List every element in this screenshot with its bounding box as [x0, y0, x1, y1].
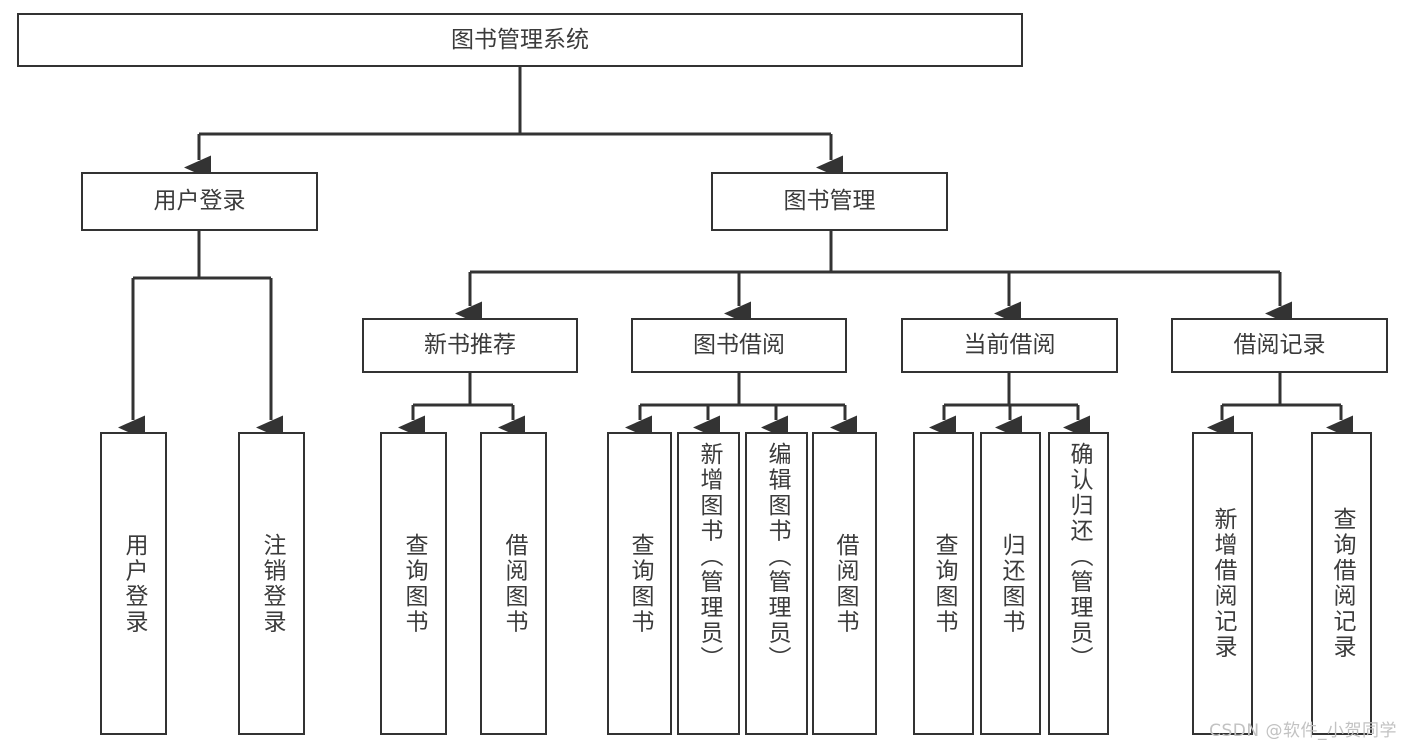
leaf-query-book-1[interactable]: 查询图书 [380, 432, 447, 735]
leaf-query-book-3-label: 查询图书 [931, 532, 957, 635]
leaf-logout[interactable]: 注销登录 [238, 432, 305, 735]
leaf-confirm-return-label: 确认归还（管理员） [1066, 442, 1092, 672]
node-book-manage[interactable]: 图书管理 [711, 172, 948, 231]
leaf-return-book[interactable]: 归还图书 [980, 432, 1041, 735]
leaf-user-login[interactable]: 用户登录 [100, 432, 167, 735]
leaf-borrow-book-1[interactable]: 借阅图书 [480, 432, 547, 735]
node-current-borrow[interactable]: 当前借阅 [901, 318, 1118, 373]
leaf-return-book-label: 归还图书 [998, 532, 1024, 635]
leaf-edit-book-label: 编辑图书（管理员） [764, 442, 790, 672]
leaf-add-record-label: 新增借阅记录 [1210, 507, 1236, 660]
leaf-query-book-2[interactable]: 查询图书 [607, 432, 672, 735]
leaf-borrow-book-1-label: 借阅图书 [501, 532, 527, 635]
leaf-add-book-label: 新增图书（管理员） [696, 442, 722, 672]
leaf-borrow-book-2-label: 借阅图书 [832, 532, 858, 635]
node-new-book-recommend-label: 新书推荐 [424, 332, 516, 359]
node-book-manage-label: 图书管理 [783, 188, 876, 215]
node-book-borrow-label: 图书借阅 [693, 332, 785, 359]
leaf-add-record[interactable]: 新增借阅记录 [1192, 432, 1253, 735]
node-root[interactable]: 图书管理系统 [17, 13, 1023, 67]
leaf-query-record-label: 查询借阅记录 [1329, 507, 1355, 660]
node-root-label: 图书管理系统 [451, 26, 589, 53]
leaf-borrow-book-2[interactable]: 借阅图书 [812, 432, 877, 735]
leaf-query-book-2-label: 查询图书 [627, 532, 653, 635]
csdn-watermark: CSDN @软件_小贺同学 [1209, 721, 1397, 741]
node-book-borrow[interactable]: 图书借阅 [631, 318, 847, 373]
leaf-query-book-1-label: 查询图书 [401, 532, 427, 635]
node-borrow-record[interactable]: 借阅记录 [1171, 318, 1388, 373]
node-user-login[interactable]: 用户登录 [81, 172, 318, 231]
node-current-borrow-label: 当前借阅 [963, 332, 1056, 359]
leaf-logout-label: 注销登录 [259, 532, 285, 635]
leaf-add-book[interactable]: 新增图书（管理员） [677, 432, 740, 735]
node-new-book-recommend[interactable]: 新书推荐 [362, 318, 578, 373]
leaf-user-login-label: 用户登录 [121, 532, 147, 635]
leaf-query-book-3[interactable]: 查询图书 [913, 432, 974, 735]
node-user-login-label: 用户登录 [153, 188, 246, 215]
leaf-edit-book[interactable]: 编辑图书（管理员） [745, 432, 808, 735]
leaf-confirm-return[interactable]: 确认归还（管理员） [1048, 432, 1109, 735]
leaf-query-record[interactable]: 查询借阅记录 [1311, 432, 1372, 735]
node-borrow-record-label: 借阅记录 [1233, 332, 1326, 359]
